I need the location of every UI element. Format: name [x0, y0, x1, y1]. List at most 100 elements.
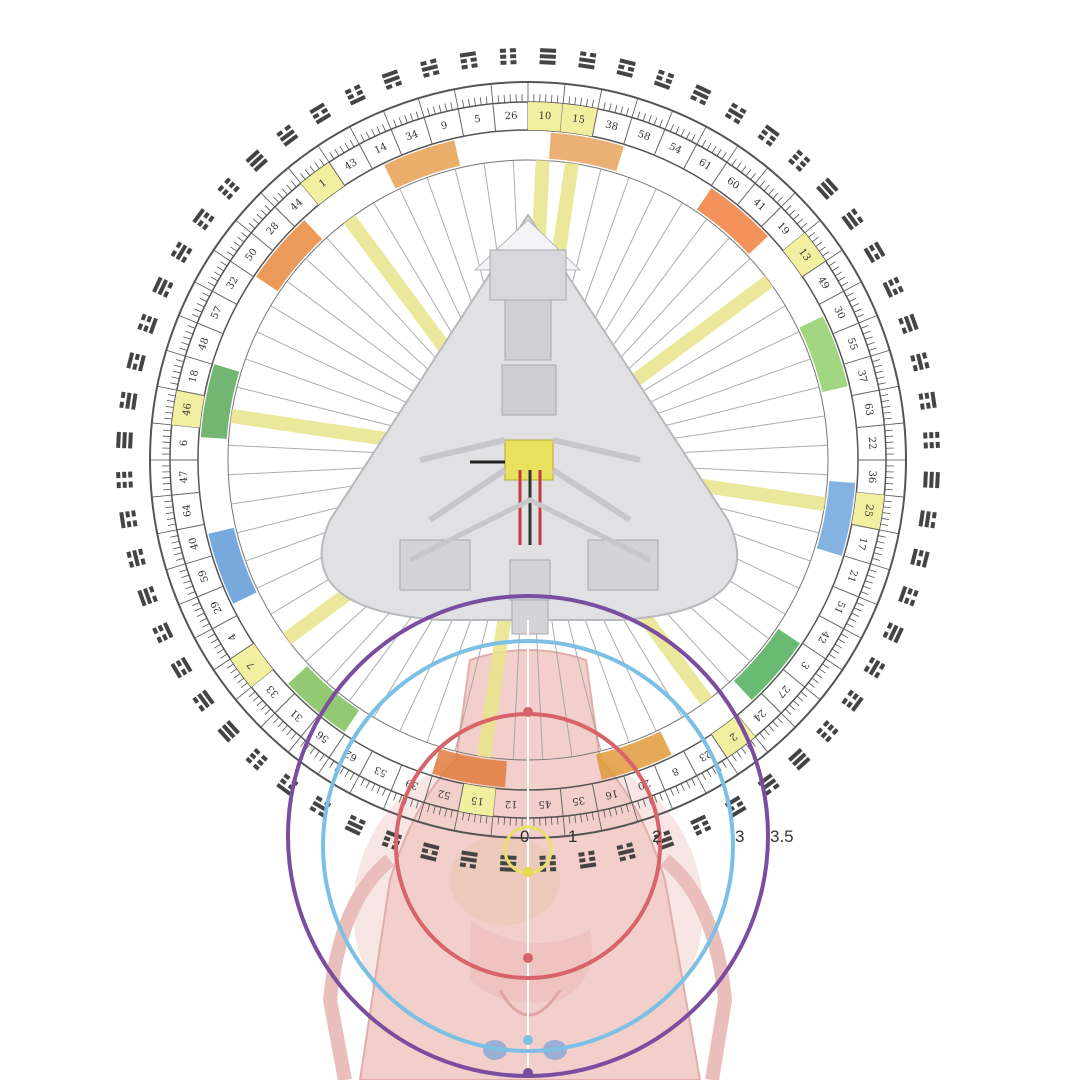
line-tick: [877, 535, 886, 538]
line-tick: [804, 219, 821, 234]
line-tick: [273, 716, 280, 724]
gate-number: 1: [317, 177, 329, 190]
line-tick: [213, 658, 231, 671]
zodiac-segment: [816, 481, 856, 556]
line-tick: [376, 126, 381, 135]
gate-highlight: [783, 232, 826, 277]
line-tick: [196, 612, 205, 617]
line-tick: [789, 704, 796, 711]
zodiac-segment: [696, 188, 768, 255]
line-tick: [851, 303, 860, 308]
line-tick: [181, 574, 190, 579]
gate-spoke: [245, 358, 416, 421]
line-tick: [591, 812, 594, 821]
line-tick: [235, 686, 252, 701]
line-tick: [213, 271, 222, 277]
hexagram-glyph: [420, 842, 440, 862]
line-tick: [490, 816, 494, 837]
line-tick: [196, 303, 205, 308]
line-tick: [260, 192, 276, 208]
bodygraph: [320, 213, 739, 635]
scale-label-3: 3: [735, 827, 744, 846]
hexagram-glyph: [217, 177, 240, 200]
gate-divider: [851, 523, 880, 531]
hexagram-glyph: [245, 748, 268, 771]
line-tick: [256, 700, 264, 707]
gate-number: 49: [815, 275, 831, 292]
line-tick: [868, 347, 877, 351]
gate-number: 2: [727, 730, 739, 743]
gate-spoke: [286, 280, 432, 389]
line-tick: [286, 728, 293, 736]
gate-number: 15: [571, 113, 585, 126]
line-tick: [685, 780, 691, 789]
line-tick: [183, 580, 192, 584]
line-tick: [365, 780, 371, 789]
line-tick: [382, 110, 392, 130]
line-tick: [574, 97, 577, 106]
line-tick: [462, 812, 465, 821]
hexagram-glyph: [137, 313, 158, 335]
line-tick: [179, 569, 188, 573]
line-tick: [853, 308, 862, 313]
line-tick: [664, 110, 674, 130]
line-tick: [290, 732, 297, 740]
line-tick: [750, 173, 756, 180]
line-tick: [165, 405, 174, 408]
gate-number: 64: [181, 503, 194, 517]
gate-number: 57: [209, 305, 224, 321]
line-tick: [485, 96, 488, 105]
gate-number: 25: [862, 503, 875, 517]
gate-divider: [390, 764, 403, 791]
gate-number: 43: [343, 157, 360, 173]
gate-number: 4: [227, 631, 240, 642]
hexagram-glyph: [863, 656, 886, 679]
line-tick: [444, 103, 448, 112]
zodiac-segment: [595, 731, 672, 780]
zodiac-segment: [733, 628, 800, 700]
line-tick: [711, 766, 717, 775]
line-tick: [776, 716, 783, 724]
scale-label-3-5: 3.5: [770, 827, 794, 846]
line-tick: [216, 266, 225, 272]
line-tick: [868, 569, 877, 573]
line-tick: [884, 422, 905, 426]
gate-divider: [230, 260, 254, 278]
line-tick: [171, 540, 180, 544]
line-tick: [202, 623, 210, 628]
line-tick: [625, 804, 629, 813]
line-tick: [329, 760, 335, 768]
gate-number: 28: [265, 221, 282, 238]
gate-divider: [818, 615, 844, 630]
line-tick: [843, 628, 862, 639]
line-tick: [568, 815, 571, 824]
line-tick: [731, 754, 737, 762]
line-tick: [166, 517, 175, 521]
gate-number: 17: [855, 536, 869, 551]
line-tick: [808, 232, 815, 238]
gate-number: 60: [725, 175, 742, 191]
line-tick: [840, 281, 849, 287]
line-tick: [194, 607, 203, 612]
line-tick: [804, 686, 821, 701]
line-tick: [286, 184, 293, 192]
zodiac-segment: [288, 665, 360, 732]
line-tick: [260, 712, 276, 728]
gate-highlight: [458, 783, 496, 817]
line-tick: [185, 330, 194, 335]
line-tick: [334, 148, 340, 157]
line-tick: [574, 814, 577, 823]
line-tick: [181, 341, 190, 346]
hexagram-glyph: [616, 842, 636, 862]
gate-divider: [328, 162, 346, 186]
gate-number: 31: [289, 707, 306, 724]
line-tick: [653, 794, 658, 803]
hexagram-glyph: [578, 51, 597, 70]
line-tick: [382, 790, 392, 810]
gate-number: 50: [243, 247, 259, 264]
gate-spoke: [270, 305, 426, 399]
line-tick: [165, 512, 174, 515]
gate-divider: [559, 788, 564, 817]
line-tick: [879, 385, 899, 391]
line-tick: [162, 483, 171, 485]
